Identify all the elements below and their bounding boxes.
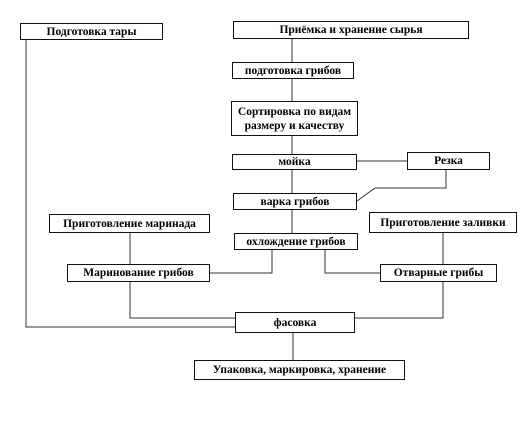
connector-cooling-to-marinating bbox=[210, 250, 273, 274]
connector-container-to-portioning bbox=[25, 40, 235, 328]
filling-prep-box: Приготовление заливки bbox=[369, 212, 517, 233]
container-prep-box: Подготовка тары bbox=[20, 23, 163, 40]
connector-cooling-to-boiled bbox=[324, 250, 380, 274]
connector-marinating-to-portioning bbox=[129, 282, 235, 319]
connector-boiled-to-portioning bbox=[355, 282, 444, 319]
packing-box: Упаковка, маркировка, хранение bbox=[194, 360, 405, 380]
cutting-box: Резка bbox=[407, 152, 490, 170]
cooling-box: охлождение грибов bbox=[234, 233, 358, 250]
sorting-box: Сортировка по видам размеру и качеству bbox=[231, 101, 358, 136]
washing-box: мойка bbox=[232, 154, 357, 170]
boiled-mushrooms-box: Отварные грибы bbox=[380, 264, 497, 282]
marinating-box: Маринование грибов bbox=[67, 264, 210, 282]
marinade-prep-box: Приготовление маринада bbox=[49, 214, 210, 233]
connector-cutting-to-boiling bbox=[356, 170, 447, 202]
boiling-box: варка грибов bbox=[233, 193, 357, 210]
portioning-box: фасовка bbox=[235, 312, 355, 333]
mushroom-prep-box: подготовка грибов bbox=[232, 62, 354, 79]
receiving-storage-box: Приёмка и хранение сырья bbox=[233, 21, 469, 39]
